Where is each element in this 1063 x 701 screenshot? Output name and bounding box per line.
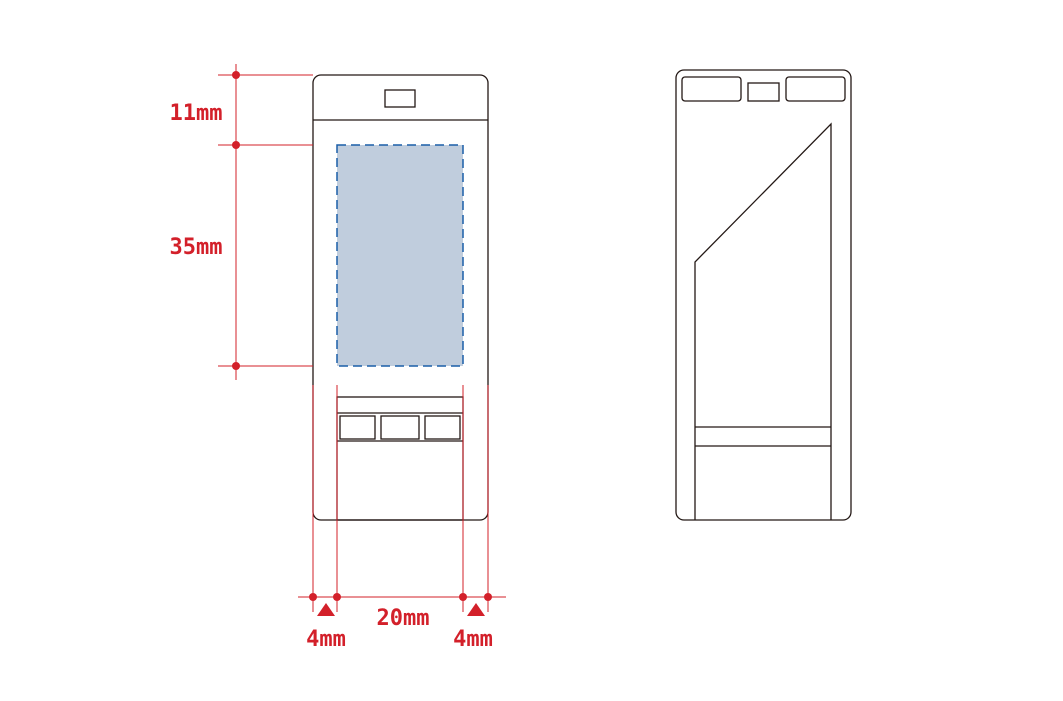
back-top-slot-right [785, 76, 846, 102]
label-left-margin: 4mm [306, 627, 346, 652]
dot-top [232, 71, 240, 79]
dot-band [232, 141, 240, 149]
dot-print-right [459, 593, 467, 601]
margin-arrows [317, 603, 485, 616]
dimension-labels: 11mm 35mm 20mm 4mm 4mm [170, 101, 493, 652]
dimension-dots [232, 71, 492, 601]
back-diagonal-panel [694, 122, 832, 520]
left-margin-arrow [317, 603, 335, 616]
front-clip-tab-left [339, 415, 376, 440]
print-area [336, 144, 464, 367]
back-top-slot-center [747, 82, 780, 102]
front-clip-tab-right [424, 415, 461, 440]
front-clip-tab-middle [380, 415, 420, 440]
label-print-height: 35mm [170, 235, 223, 260]
dot-body-left [309, 593, 317, 601]
dot-body-right [484, 593, 492, 601]
right-margin-arrow [467, 603, 485, 616]
label-right-margin: 4mm [453, 627, 493, 652]
front-top-slot [384, 89, 416, 108]
dot-print-bottom [232, 362, 240, 370]
dot-print-left [333, 593, 341, 601]
dimension-lines [218, 64, 506, 612]
back-body-outline [675, 69, 852, 521]
label-print-width: 20mm [377, 606, 430, 631]
back-view [675, 69, 852, 521]
label-top-band: 11mm [170, 101, 223, 126]
back-top-slot-left [681, 76, 742, 102]
